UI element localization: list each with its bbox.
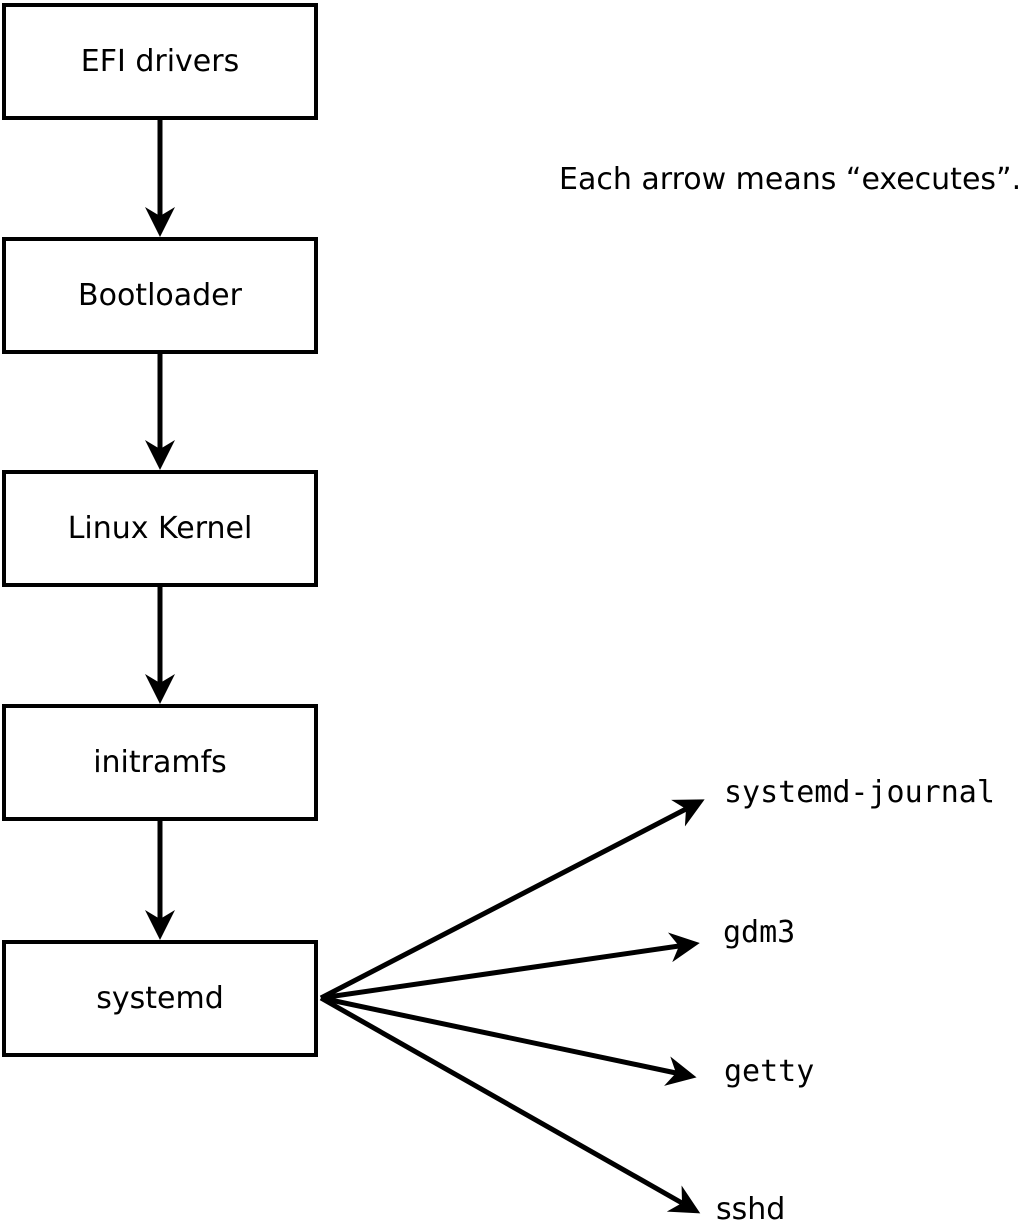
node-bootloader: Bootloader: [2, 237, 318, 354]
arrow-systemd-to-sshd: [319, 995, 701, 1214]
label-getty: getty: [724, 1054, 815, 1089]
arrow-systemd-to-journal: [319, 799, 705, 1001]
node-bootloader-label: Bootloader: [78, 277, 242, 313]
node-linux-kernel: Linux Kernel: [2, 470, 318, 587]
legend-annotation: Each arrow means “executes”.: [559, 162, 1022, 197]
label-sshd: sshd: [716, 1192, 786, 1227]
label-gdm3: gdm3: [723, 915, 796, 950]
node-efi-drivers: EFI drivers: [2, 3, 318, 120]
node-initramfs: initramfs: [2, 704, 318, 821]
label-systemd-journal: systemd-journal: [724, 775, 995, 810]
arrow-systemd-to-getty: [320, 995, 697, 1086]
node-linux-kernel-label: Linux Kernel: [67, 510, 253, 546]
arrow-systemd-to-gdm3: [320, 932, 700, 1001]
node-initramfs-label: initramfs: [93, 744, 227, 780]
node-efi-drivers-label: EFI drivers: [80, 43, 240, 79]
node-systemd: systemd: [2, 940, 318, 1057]
node-systemd-label: systemd: [96, 980, 224, 1016]
